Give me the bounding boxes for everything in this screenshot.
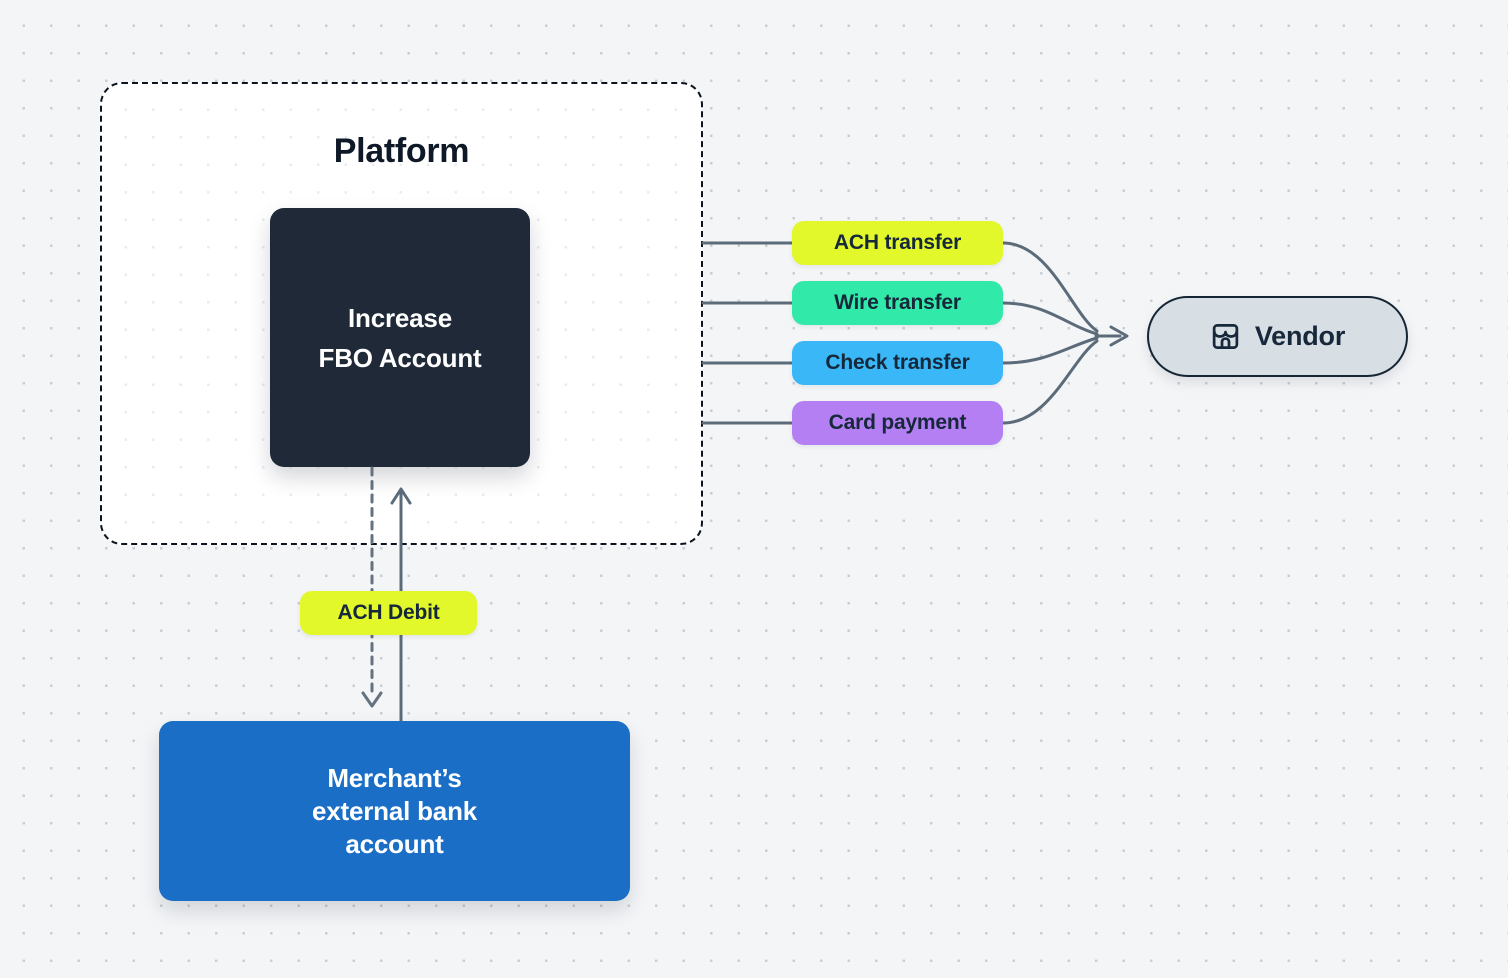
payment-method-card-payment: Card payment <box>792 401 1003 445</box>
merchant-bank-node: Merchant’s external bank account <box>159 721 630 901</box>
fbo-account-label-line1: Increase <box>348 302 452 333</box>
payment-method-check-transfer: Check transfer <box>792 341 1003 385</box>
merchant-bank-label-line2: external bank <box>311 795 478 826</box>
merchant-bank-label-line3: account <box>345 828 444 859</box>
fbo-account-node: Increase FBO Account <box>270 208 530 467</box>
payment-method-wire-transfer: Wire transfer <box>792 281 1003 325</box>
merchant-bank-label-line1: Merchant’s <box>327 762 462 793</box>
fbo-account-label-line2: FBO Account <box>318 342 482 373</box>
platform-container: Platform Increase FBO Account <box>100 82 703 545</box>
vendor-node: Vendor <box>1147 296 1408 377</box>
curve-ach-to-vendor <box>1001 241 1099 333</box>
curve-card-to-vendor <box>1001 339 1099 425</box>
fbo-to-merchant-arrowhead <box>361 691 383 708</box>
curve-wire-to-vendor <box>1001 301 1099 336</box>
vendor-label: Vendor <box>1254 321 1346 351</box>
curve-check-to-vendor <box>1001 336 1099 365</box>
storefront-icon <box>1212 324 1239 349</box>
platform-title: Platform <box>333 132 470 170</box>
vendor-arrowhead <box>1109 325 1129 347</box>
ach-debit-badge: ACH Debit <box>300 591 477 635</box>
payment-method-ach-transfer: ACH transfer <box>792 221 1003 265</box>
